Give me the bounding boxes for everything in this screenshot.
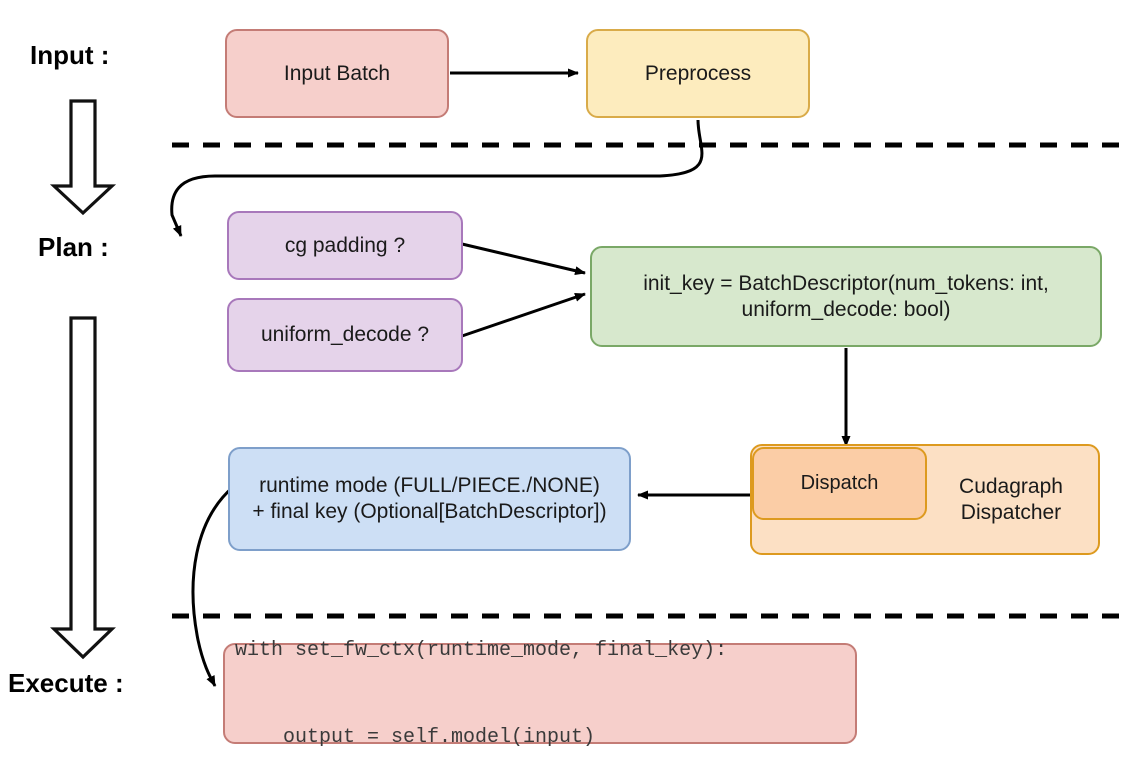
- node-cudagraph-line1: Cudagraph: [959, 474, 1063, 498]
- stage-label-execute: Execute :: [8, 668, 124, 698]
- node-input-batch[interactable]: Input Batch: [225, 29, 449, 118]
- node-execute-code-line1: with set_fw_ctx(runtime_mode, final_key)…: [235, 638, 728, 662]
- node-init-key[interactable]: init_key = BatchDescriptor(num_tokens: i…: [590, 246, 1102, 347]
- edge-uniform-decode-to-init-key: [461, 292, 586, 338]
- node-runtime-mode-line1: runtime mode (FULL/PIECE./NONE): [259, 474, 600, 498]
- node-cudagraph-line2: Dispatcher: [960, 500, 1062, 524]
- node-init-key-line1: init_key = BatchDescriptor(num_tokens: i…: [643, 271, 1049, 295]
- stage-label-plan: Plan :: [38, 232, 109, 262]
- node-preprocess[interactable]: Preprocess: [586, 29, 810, 118]
- node-dispatch[interactable]: Dispatch: [752, 447, 927, 520]
- node-execute-code[interactable]: with set_fw_ctx(runtime_mode, final_key)…: [223, 639, 857, 749]
- node-init-key-line2: uniform_decode: bool): [741, 297, 951, 321]
- node-runtime-mode[interactable]: runtime mode (FULL/PIECE./NONE) + final …: [228, 447, 631, 551]
- node-uniform-decode[interactable]: uniform_decode ?: [227, 298, 463, 372]
- input-to-plan-arrow: [49, 99, 117, 216]
- plan-to-execute-arrow: [50, 316, 116, 660]
- edge-cg-padding-to-init-key: [461, 242, 586, 276]
- stage-label-input: Input :: [30, 40, 110, 70]
- node-cg-padding[interactable]: cg padding ?: [227, 211, 463, 280]
- node-runtime-mode-line2: + final key (Optional[BatchDescriptor]): [252, 500, 607, 523]
- node-execute-code-line2: output = self.model(input): [235, 725, 596, 749]
